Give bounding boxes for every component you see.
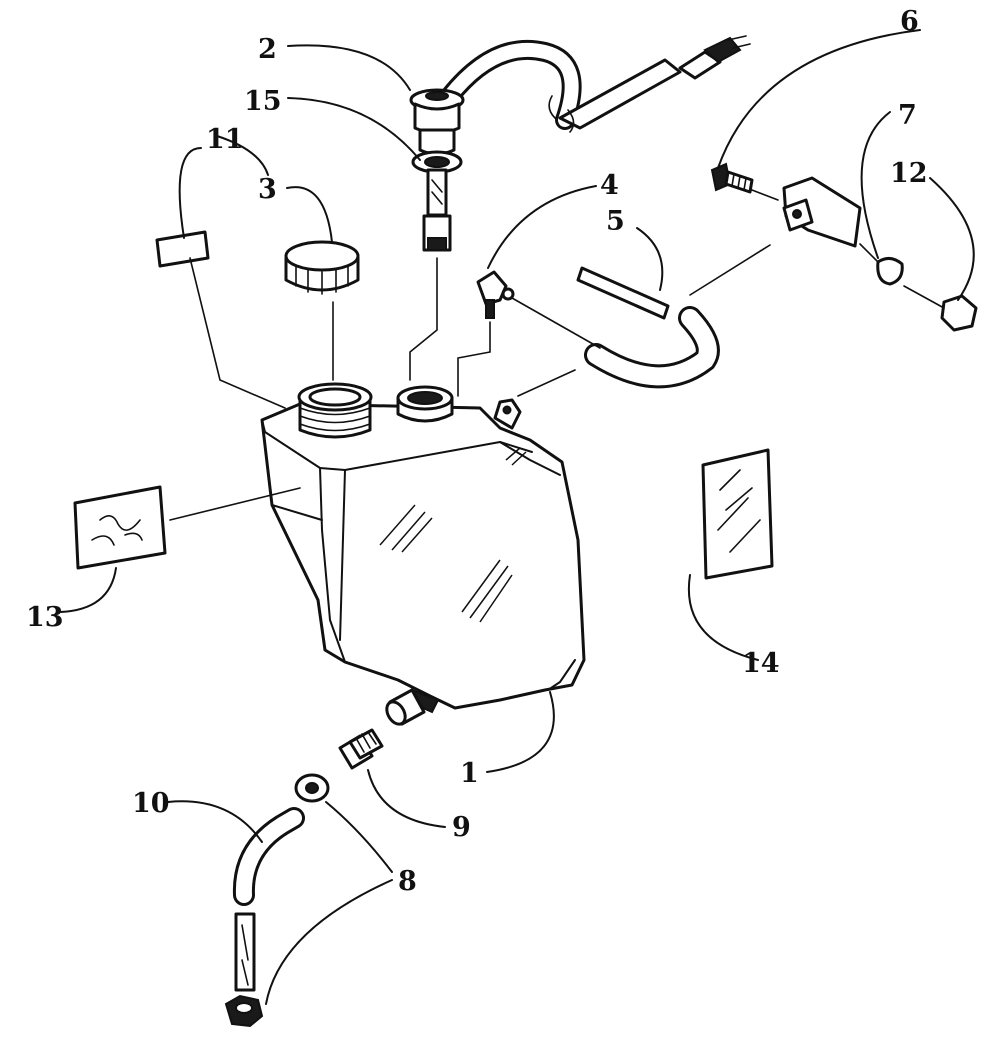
callout-8: 8 bbox=[398, 866, 417, 897]
callout-3: 3 bbox=[258, 174, 277, 205]
callout-4: 4 bbox=[600, 170, 619, 201]
oil-level-sender bbox=[409, 35, 751, 156]
sender-grommet bbox=[411, 150, 463, 252]
oil-tank bbox=[260, 382, 586, 726]
warning-decal-left bbox=[73, 485, 167, 570]
callout-12: 12 bbox=[890, 158, 928, 189]
callout-11: 11 bbox=[206, 124, 244, 155]
callout-1: 1 bbox=[460, 758, 479, 789]
leader-lines bbox=[59, 29, 975, 1005]
washer bbox=[876, 257, 904, 286]
hose-clamp-upper bbox=[294, 773, 330, 803]
callout-labels: 1 2 3 4 5 6 7 8 9 10 11 12 13 14 15 bbox=[26, 6, 928, 897]
callout-9: 9 bbox=[452, 812, 471, 843]
callout-10: 10 bbox=[132, 788, 170, 819]
callout-7: 7 bbox=[898, 100, 917, 131]
callout-13: 13 bbox=[26, 602, 64, 633]
callout-6: 6 bbox=[900, 6, 919, 37]
lock-nut bbox=[940, 294, 978, 332]
warning-decal-right bbox=[701, 448, 774, 580]
hose-clamp-lower bbox=[224, 994, 264, 1028]
oil-hose bbox=[232, 807, 305, 992]
tank-cap bbox=[284, 240, 360, 295]
vent-tube bbox=[576, 266, 670, 320]
callout-5: 5 bbox=[606, 206, 625, 237]
bolt bbox=[710, 162, 754, 194]
outlet-fitting bbox=[338, 728, 384, 770]
callout-14: 14 bbox=[742, 648, 780, 679]
small-label-decal bbox=[155, 230, 210, 268]
mounting-bracket bbox=[782, 176, 862, 248]
callout-15: 15 bbox=[244, 86, 282, 117]
vent-fitting bbox=[476, 270, 515, 319]
callout-2: 2 bbox=[258, 34, 277, 65]
